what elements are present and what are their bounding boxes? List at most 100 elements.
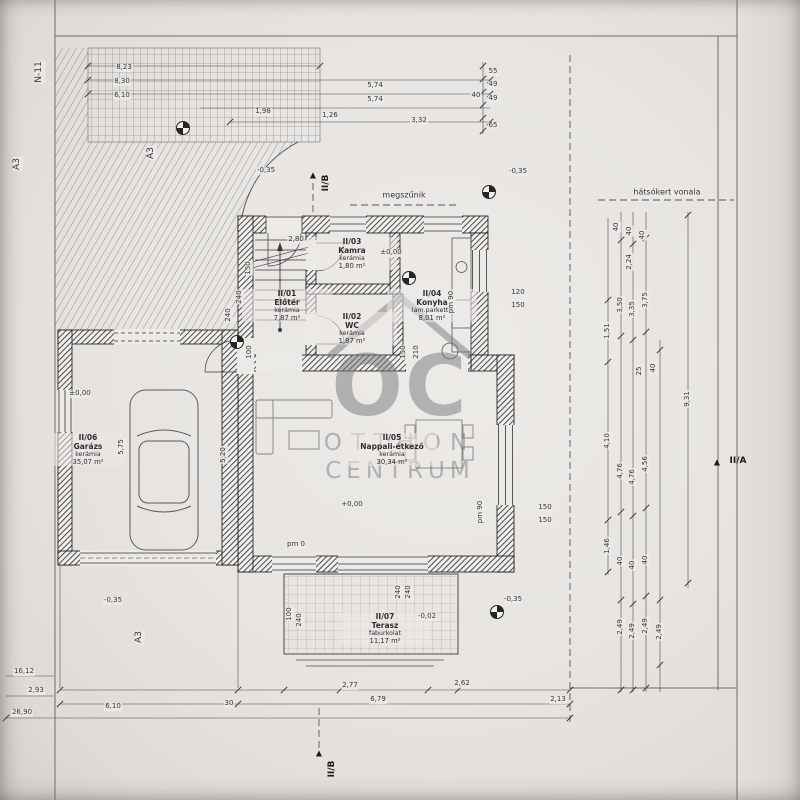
dimension-label: 1,26: [321, 111, 339, 120]
dimension-label: 2,49: [641, 617, 650, 635]
room-material: kerámia: [53, 451, 123, 458]
level-mark: ±0,00: [68, 389, 92, 398]
dimension-label: 16,12: [12, 667, 36, 676]
dimension-label: 40: [641, 554, 650, 566]
paper-edge-strip: [737, 0, 800, 800]
dimension-label: 150: [537, 503, 553, 512]
section-marker-top-icon: ▲: [309, 170, 317, 180]
room-label-kamra: II/03 Kamra kerámia 1,80 m²: [307, 237, 397, 270]
sheet-ref: A3: [134, 630, 145, 644]
room-area: 11,17 m²: [340, 637, 430, 645]
section-marker-right-label: II/A: [729, 456, 747, 467]
level-mark: -0,35: [507, 167, 529, 176]
dimension-label: 2,80: [287, 235, 305, 244]
dimension-label: 150: [244, 260, 253, 276]
room-material: lam.parketta: [387, 307, 477, 314]
dimension-label: 3,32: [410, 116, 428, 125]
dimension-label: 40: [649, 362, 658, 374]
room-id: II/02: [307, 312, 397, 321]
dimension-label: 2,49: [616, 618, 625, 636]
dimension-label: 6,10: [113, 91, 131, 100]
room-name: Nappali-étkező: [347, 442, 437, 451]
section-marker-top-label: II/B: [321, 174, 332, 192]
dimension-label: 240: [404, 584, 413, 600]
dimension-label: 65: [487, 121, 499, 130]
room-material: faburkolat: [340, 630, 430, 637]
room-area: 30,34 m²: [347, 458, 437, 466]
dimension-label: 30: [223, 699, 235, 708]
dimension-label: 5,75: [117, 438, 126, 456]
dimension-label: 49: [487, 80, 499, 89]
section-marker-right-icon: ▲: [713, 457, 721, 467]
dimension-label: 240: [394, 584, 403, 600]
room-id: II/03: [307, 237, 397, 246]
room-name: WC: [307, 321, 397, 330]
dimension-label: 210: [412, 344, 421, 360]
sheet-ref: A3: [12, 157, 23, 171]
room-material: kerámia: [242, 307, 332, 314]
room-area: 35,07 m²: [53, 458, 123, 466]
room-id: II/04: [387, 289, 477, 298]
dimension-label: 150: [537, 516, 553, 525]
dimension-label: 4,10: [603, 432, 612, 450]
dimension-label: 3,50: [616, 296, 625, 314]
dimension-label: 9,31: [683, 390, 692, 408]
dimension-label: 100: [245, 344, 254, 360]
level-mark: -0,35: [102, 596, 124, 605]
car-top-view: [129, 389, 199, 551]
room-label-garazs: II/06 Garázs kerámia 35,07 m²: [53, 433, 123, 466]
dimension-label: 240: [224, 307, 233, 323]
dimension-label: 100: [285, 606, 294, 622]
room-name: Konyha: [387, 298, 477, 307]
dimension-label: 5,74: [366, 95, 384, 104]
dimension-label: 25: [635, 365, 644, 377]
room-name: Garázs: [53, 442, 123, 451]
dimension-label: 55: [487, 67, 499, 76]
dimension-label: 40: [470, 91, 482, 100]
back-garden-line-note: hátsókert vonala: [632, 187, 702, 198]
ends-here-note: megszűnik: [381, 190, 427, 201]
room-label-nappali: II/05 Nappali-étkező kerámia 30,34 m²: [347, 433, 437, 466]
level-mark: pm 90: [476, 499, 485, 525]
driveway-lines: [59, 565, 239, 688]
room-area: 1,87 m²: [307, 337, 397, 345]
dimension-label: 5,20: [219, 446, 228, 464]
dimension-label: 4,56: [641, 455, 650, 473]
dimension-label: 6,79: [369, 695, 387, 704]
dimension-label: 2,93: [27, 686, 45, 695]
dimension-label: 3,35: [628, 300, 637, 318]
dimension-label: 40: [625, 225, 634, 237]
room-area: 7,87 m²: [242, 314, 332, 322]
dimension-label: 5,74: [366, 81, 384, 90]
room-material: kerámia: [347, 451, 437, 458]
level-mark: ±0,00: [379, 248, 403, 257]
dimension-label: 2,62: [453, 679, 471, 688]
room-area: 1,80 m²: [307, 262, 397, 270]
dimension-label: 2,13: [549, 695, 567, 704]
dimension-label: 6,10: [104, 702, 122, 711]
level-mark: +0,00: [340, 500, 364, 509]
dimension-label: 4,76: [616, 462, 625, 480]
dimension-label: 4,76: [628, 468, 637, 486]
dimension-label: 1,98: [254, 107, 272, 116]
dimension-label: 40: [638, 229, 647, 241]
sheet-ref: N-11: [34, 60, 45, 84]
section-marker-bottom-label: II/B: [327, 760, 338, 778]
level-mark: pm 90: [447, 289, 456, 315]
dimension-label: 240: [295, 612, 304, 628]
level-mark: pm 0: [286, 540, 306, 549]
room-label-terasz: II/07 Terasz faburkolat 11,17 m²: [340, 612, 430, 645]
dimension-label: 3,75: [641, 291, 650, 309]
dimension-label: 2,77: [341, 681, 359, 690]
room-material: kerámia: [307, 255, 397, 262]
dimension-label: 2,24: [625, 253, 634, 271]
watermark-abbr: OC: [331, 337, 469, 435]
dimension-label: 150: [510, 301, 526, 310]
dimension-label: 150: [399, 344, 408, 360]
room-id: II/05: [347, 433, 437, 442]
room-area: 8,01 m²: [387, 314, 477, 322]
dimension-label: 26,90: [10, 708, 34, 717]
room-label-konyha: II/04 Konyha lam.parketta 8,01 m²: [387, 289, 477, 322]
